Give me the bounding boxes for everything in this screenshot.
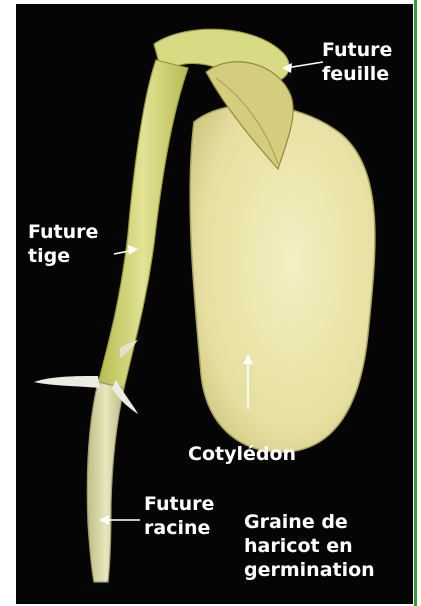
label-future-stem: Future tige [28, 220, 98, 268]
germinating-bean-figure: Future feuille Future tige Cotylédon Fut… [16, 4, 413, 604]
root-shape [87, 382, 124, 582]
lateral-root [34, 376, 100, 388]
label-future-leaf: Future feuille [322, 38, 392, 86]
right-edge-decoration [413, 0, 421, 606]
label-cotyledon: Cotylédon [188, 442, 296, 466]
stem-shape [98, 60, 188, 388]
label-future-root: Future racine [144, 492, 214, 540]
edge-bar [414, 0, 417, 606]
figure-caption: Graine de haricot en germination [244, 510, 375, 582]
